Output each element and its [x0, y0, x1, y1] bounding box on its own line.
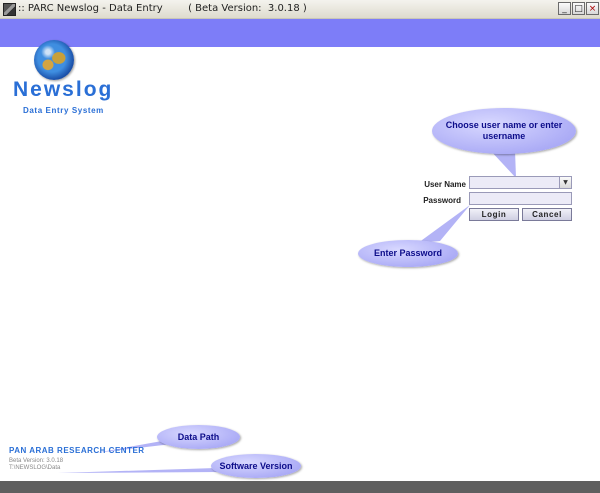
- username-select[interactable]: ▼: [469, 176, 572, 189]
- app-icon: [3, 3, 16, 16]
- window-title: :: PARC Newslog - Data Entry ( Beta Vers…: [18, 3, 307, 14]
- user-callout-pointer: [490, 150, 516, 178]
- login-button[interactable]: Login: [469, 208, 519, 221]
- header-band: [0, 19, 600, 47]
- window-title-bar[interactable]: :: PARC Newslog - Data Entry ( Beta Vers…: [0, 0, 600, 19]
- data-path-text: T:\NEWSLOG\Data: [9, 465, 61, 471]
- chevron-down-icon[interactable]: ▼: [559, 177, 571, 188]
- path-callout-pointer: [95, 441, 172, 453]
- organization-name: PAN ARAB RESEARCH CENTER: [9, 446, 145, 455]
- password-callout-pointer: [418, 205, 470, 243]
- callout-software-version: Software Version: [211, 454, 301, 478]
- version-callout-pointer: [58, 468, 222, 473]
- callout-data-path: Data Path: [157, 425, 240, 449]
- brand-subtitle: Data Entry System: [23, 106, 104, 115]
- status-bar: [0, 481, 600, 493]
- username-label: User Name: [424, 180, 466, 189]
- brand-name: Newslog: [13, 78, 114, 101]
- password-field[interactable]: [469, 192, 572, 205]
- callout-username-hint: Choose user name or enter username: [432, 108, 576, 154]
- cancel-button[interactable]: Cancel: [522, 208, 572, 221]
- software-version-text: Beta Version: 3.0.18: [9, 458, 64, 464]
- globe-icon: [34, 40, 74, 80]
- minimize-button[interactable]: _: [558, 2, 571, 15]
- maximize-button[interactable]: □: [572, 2, 585, 15]
- callout-password-hint: Enter Password: [358, 240, 458, 267]
- close-button[interactable]: ×: [586, 2, 599, 15]
- password-label: Password: [423, 196, 461, 205]
